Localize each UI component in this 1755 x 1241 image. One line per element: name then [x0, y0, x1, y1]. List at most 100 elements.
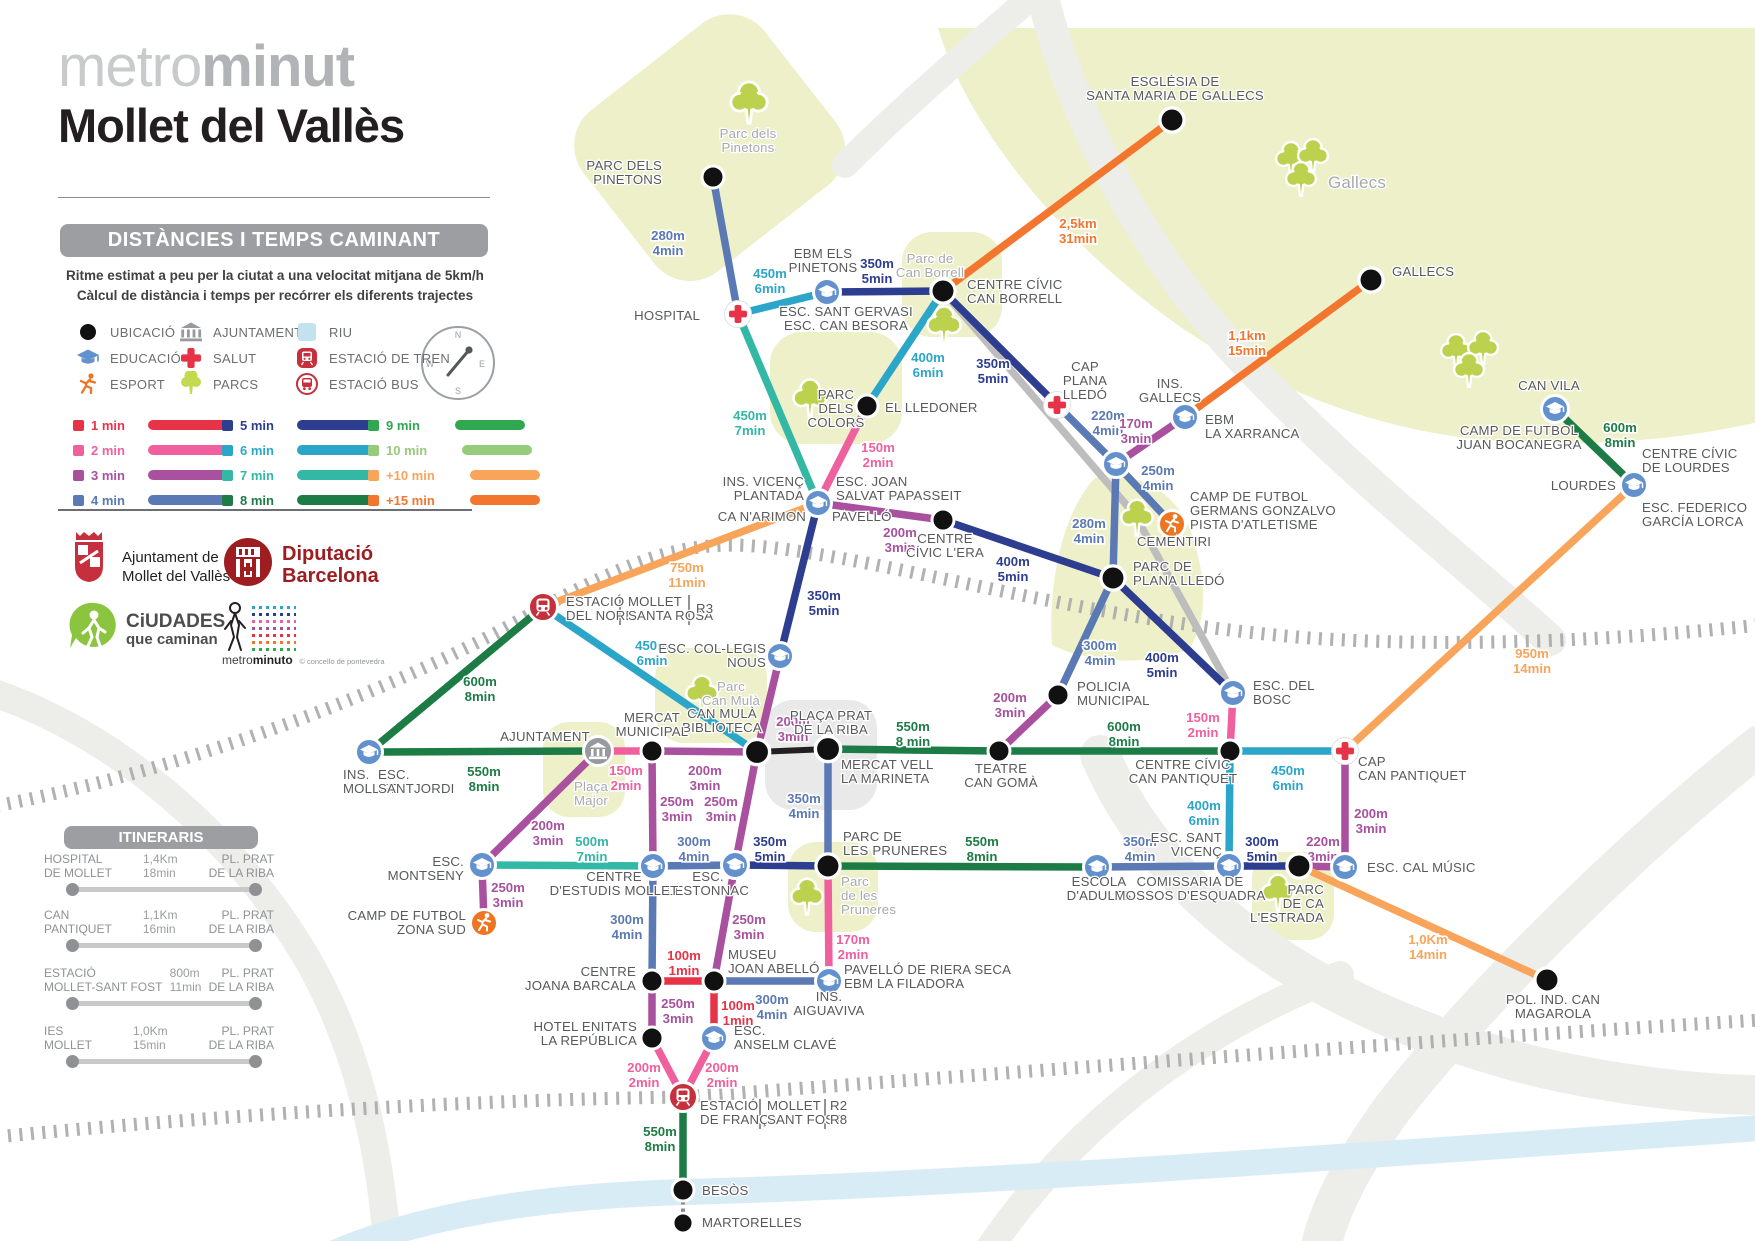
- ciudades-line1: CiUDADES: [126, 611, 226, 632]
- time-legend-row-8-min: 8 min: [222, 493, 379, 508]
- svg-text:S: S: [455, 386, 461, 396]
- map-label: PAVELLÓ: [832, 509, 892, 524]
- route-segment: [1093, 862, 1233, 871]
- road: [832, 0, 1049, 178]
- route-segment: [1054, 574, 1117, 699]
- route-segment: [478, 747, 602, 869]
- time-swatch: [368, 494, 379, 506]
- itinerary-bar: [72, 943, 256, 949]
- route-segment: [365, 747, 602, 756]
- route-segment: [939, 516, 1117, 582]
- ciudades-line2: que caminan: [126, 631, 218, 648]
- description-line1: Ritme estimat a peu per la ciutat a una …: [66, 268, 484, 283]
- park-tree-icon: [729, 80, 769, 125]
- park-tree-icon: [1261, 873, 1295, 912]
- map-label: INS.MOLLET: [343, 767, 397, 796]
- riu-icon: [298, 323, 316, 341]
- node-cap-plana-lledo: [1043, 391, 1071, 419]
- time-label: +10 min: [386, 467, 435, 483]
- route-segment: [1225, 747, 1234, 870]
- node-esc-sant-vicenc: [1214, 851, 1244, 881]
- time-label: 6 min: [240, 442, 274, 458]
- time-label: 2 min: [91, 442, 125, 458]
- page-title: Mollet del Vallès: [58, 99, 405, 152]
- ajuntament-line1: Ajuntament de: [122, 549, 219, 566]
- metrominuto-dots: [252, 606, 296, 655]
- time-swatch: [222, 444, 233, 456]
- itinerary-dot-start: [66, 997, 79, 1011]
- diputacio-line2: Barcelona: [282, 565, 379, 587]
- time-bar: [296, 445, 379, 455]
- metrominuto-label: metrominuto © concello de pontevedra: [222, 653, 385, 667]
- tree-icon: [181, 371, 201, 394]
- node-pavello-riera-seca: [814, 966, 844, 996]
- time-swatch: [368, 419, 379, 431]
- itinerary-dot-end: [249, 883, 262, 897]
- legend-item-parcs: PARCS: [178, 371, 258, 396]
- time-bar: [454, 420, 525, 430]
- legend-label: ESTACIÓ BUS: [329, 376, 419, 392]
- brand-light: metro: [58, 34, 202, 99]
- edu-icon: [77, 349, 99, 364]
- diputacio-icon: [224, 538, 272, 586]
- legend-item-estaci-bus: ESTACIÓ BUS: [294, 372, 419, 396]
- node-centre-destudis-mollet: [638, 851, 668, 881]
- node-estacio-del-nord: [527, 591, 559, 623]
- itinerary-dot-start: [66, 939, 79, 953]
- time-swatch: [222, 469, 233, 481]
- metrominuto-credit: © concello de pontevedra: [299, 657, 385, 666]
- time-legend-row-+15-min: +15 min: [368, 493, 540, 508]
- park-tree-icon: [1120, 498, 1154, 537]
- brand-logo: metrominut: [58, 38, 404, 96]
- node-centre-civic-can-borrell: [929, 277, 957, 305]
- route-segment: [648, 747, 761, 756]
- time-legend-row-9-min: 9 min: [368, 418, 525, 433]
- route-segment: [539, 603, 761, 756]
- itinerary-dot-start: [66, 883, 79, 897]
- logo-ciudades-text: CiUDADES que caminan: [126, 612, 225, 648]
- park-tree-icon: [792, 378, 828, 419]
- itinerary-dot-end: [249, 997, 262, 1011]
- metrominuto-dotline: [252, 641, 296, 644]
- time-legend-row-+10-min: +10 min: [368, 467, 540, 483]
- park-tree-icon: [790, 877, 824, 916]
- map-label: CEMENTIRI: [1137, 534, 1211, 549]
- metrominuto-dotline: [252, 627, 296, 630]
- node-mercat-municipal: [639, 738, 665, 764]
- route-segment: [753, 652, 784, 756]
